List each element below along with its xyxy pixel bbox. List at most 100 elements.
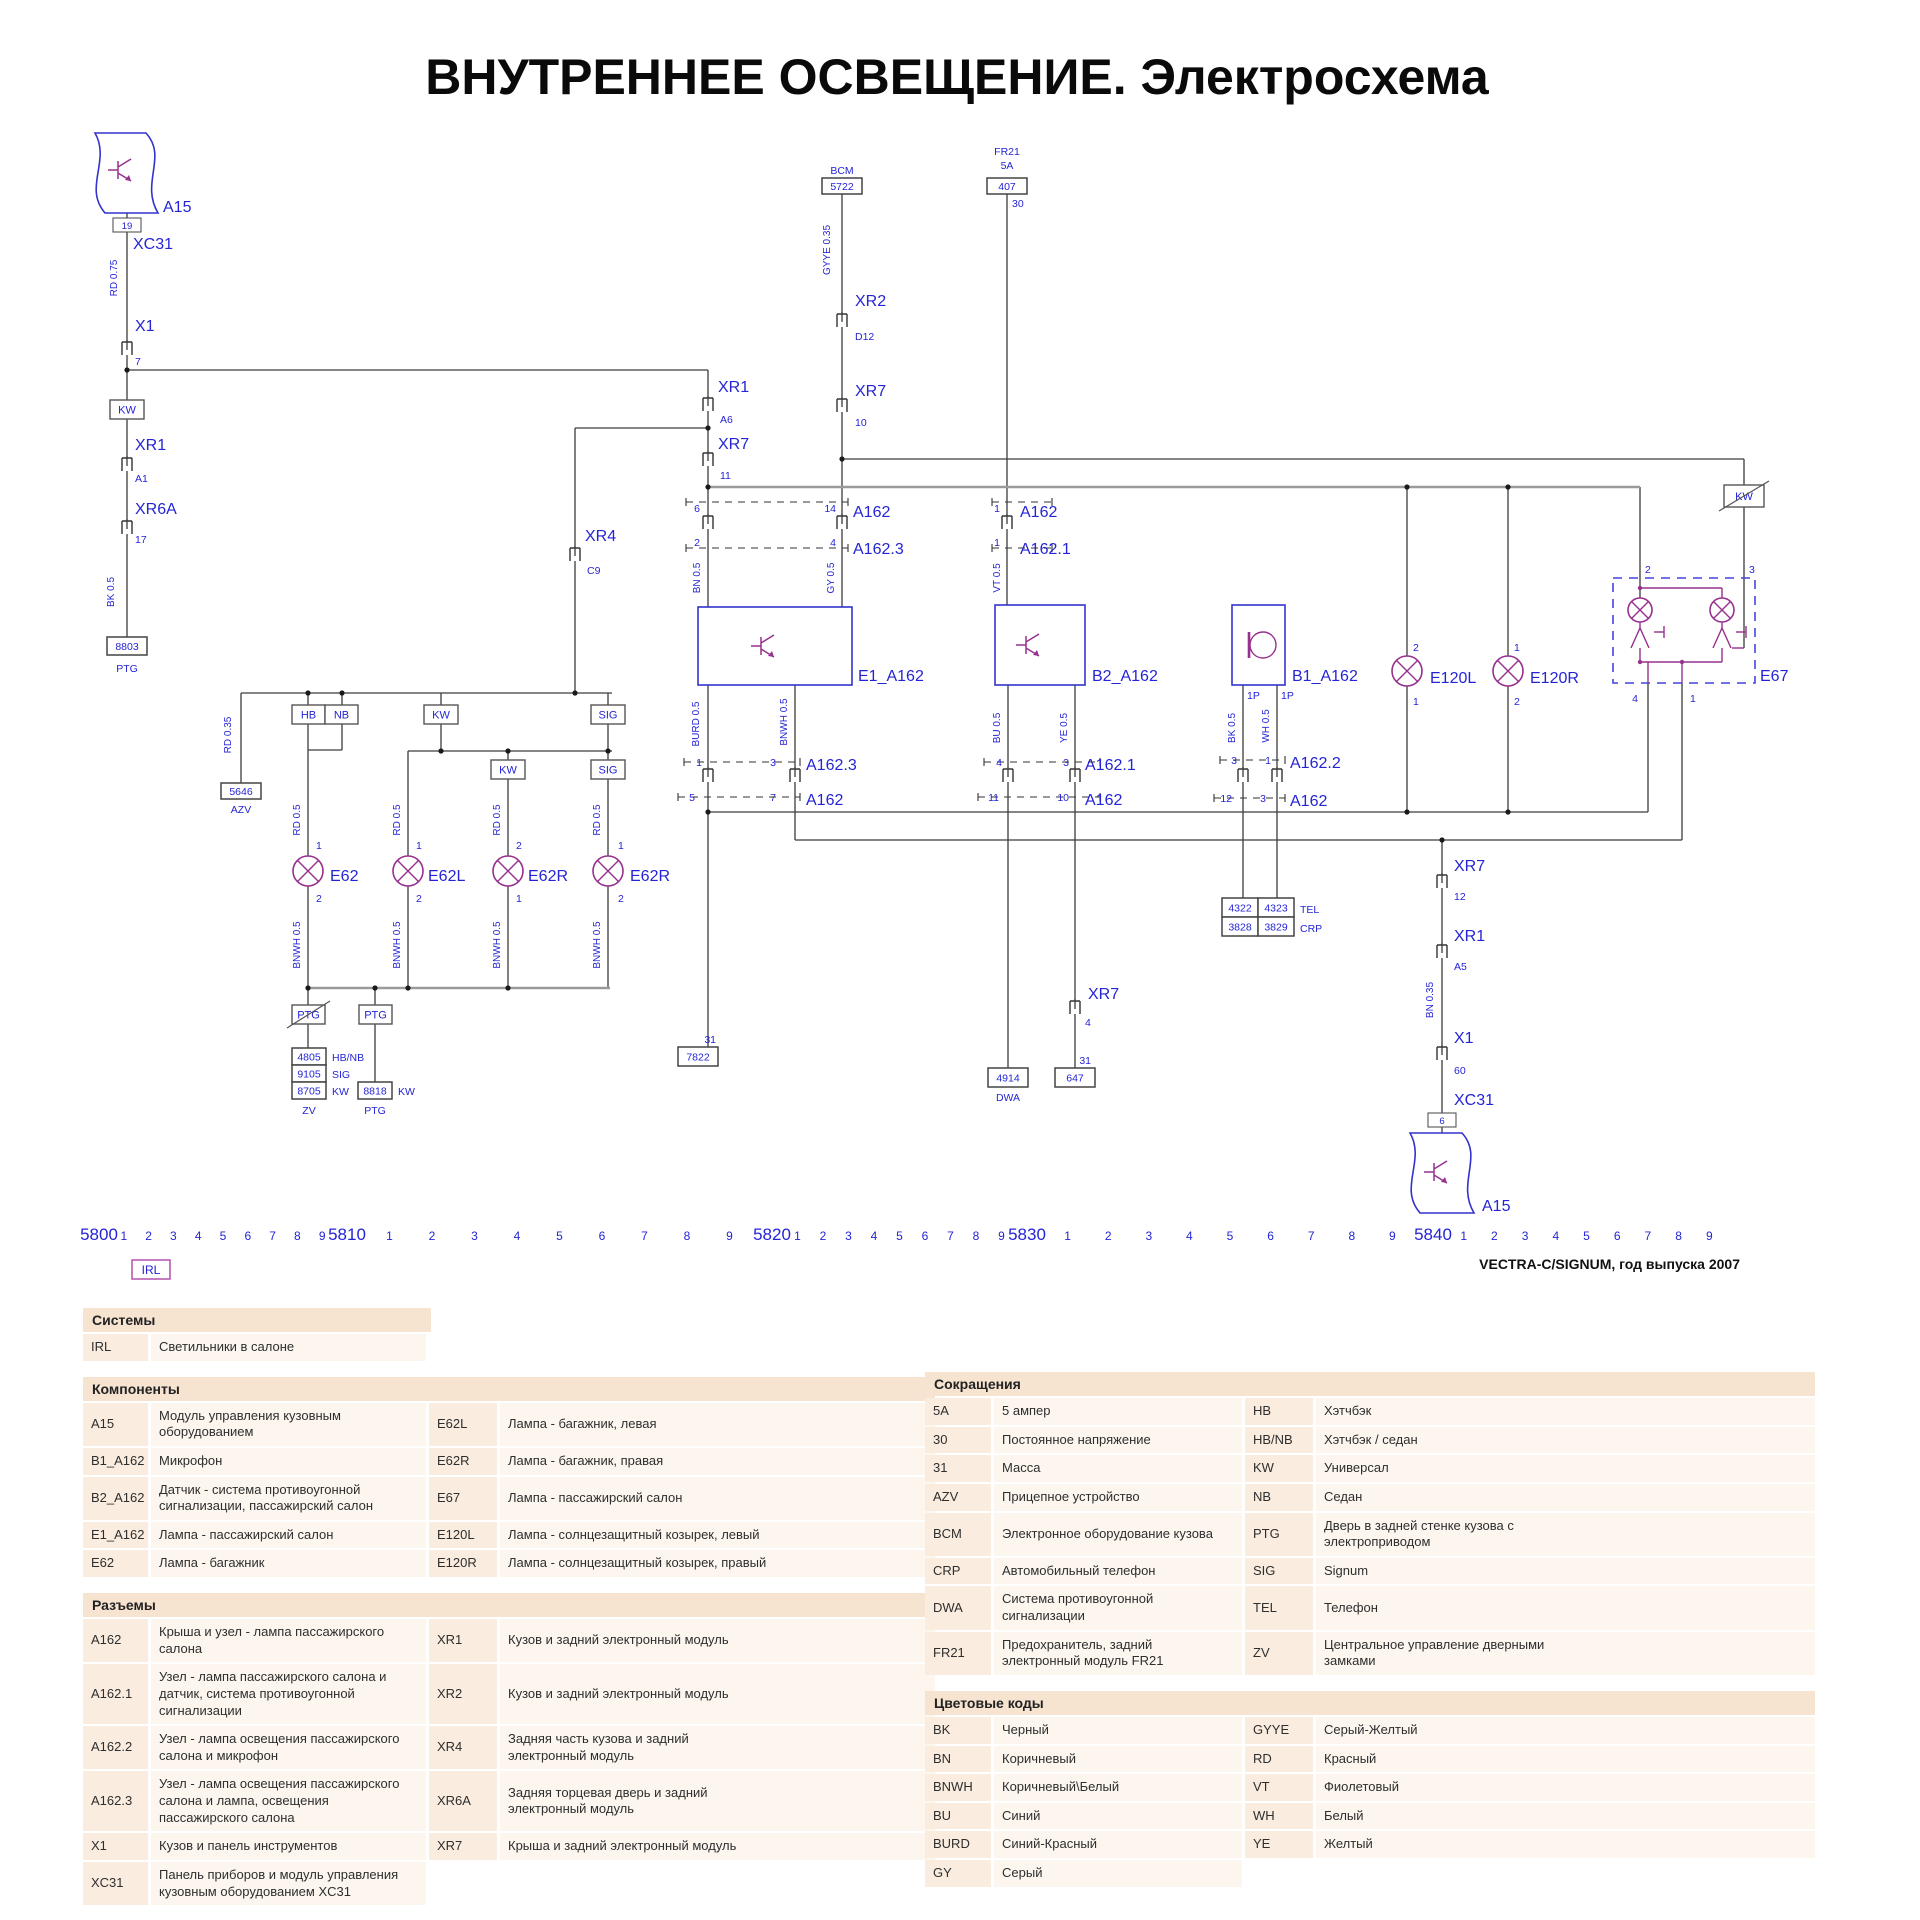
component-label: B2_A162: [1092, 668, 1158, 685]
legend-desc-cell: Прицепное устройство: [994, 1483, 1242, 1511]
legend-id-cell: HB/NB: [1245, 1426, 1313, 1454]
condition-box: [109, 399, 145, 420]
ruler-tick: 5: [1583, 1229, 1590, 1243]
ruler-number: 5820: [753, 1225, 791, 1244]
pin-label: 1: [516, 893, 522, 905]
pin-label: 4: [1632, 693, 1638, 705]
junction-dot: [705, 484, 711, 490]
pin-label: 1: [994, 537, 1000, 549]
pin-label: 1P: [1281, 690, 1294, 702]
component-label: XR7: [1088, 986, 1119, 1003]
e67-dashed-box: [1612, 577, 1756, 684]
legend-id-cell: B1_A162: [83, 1447, 148, 1475]
pin-label: 4: [996, 757, 1002, 769]
component-label: A162.3: [806, 757, 857, 774]
pin-label: 2: [694, 537, 700, 549]
ruler-tick: 8: [973, 1229, 980, 1243]
pin-label: 1: [1413, 696, 1419, 708]
wire-color-label: BK 0.5: [106, 577, 117, 607]
node-box-label: 4805: [297, 1052, 321, 1064]
ruler-tick: 6: [1267, 1229, 1274, 1243]
pin-label: 2: [516, 840, 522, 852]
wire-color-label: YE 0.5: [1059, 713, 1070, 743]
legend-desc-cell: Кузов и задний электронный модуль: [500, 1619, 935, 1663]
lamp-icon: [1631, 601, 1649, 619]
component-label: E67: [1760, 668, 1789, 685]
component-label: XC31: [133, 236, 173, 253]
wire-color-label: RD 0.5: [392, 804, 403, 836]
pin-box: [112, 217, 142, 233]
component-label: B1_A162: [1292, 668, 1358, 685]
component-label: XR7: [1454, 858, 1485, 875]
legend-desc-cell: Синий: [994, 1802, 1242, 1830]
legend-desc-cell: Лампа - багажник, левая: [500, 1402, 935, 1446]
condition-box: [324, 704, 359, 725]
ruler-tick: 9: [998, 1229, 1005, 1243]
junction-dot: [405, 985, 411, 991]
legend-id-cell: A162.1: [83, 1664, 148, 1725]
ruler-tick: 2: [1491, 1229, 1498, 1243]
legend-desc-cell: Серый-Желтый: [1316, 1716, 1815, 1744]
legend-id-cell: A162.2: [83, 1726, 148, 1770]
pin-label: 1: [994, 503, 1000, 515]
legend-id-cell: BN: [925, 1745, 991, 1773]
node-box: [986, 177, 1028, 195]
component-label: XR7: [718, 436, 749, 453]
pin-box-label: 19: [122, 221, 133, 232]
legend-id-cell: SIG: [1245, 1557, 1313, 1585]
transistor-arrow-icon: [1441, 1177, 1447, 1183]
pin-label: AZV: [231, 804, 251, 816]
legend-desc-cell: Белый: [1316, 1802, 1815, 1830]
junction-dot: [1404, 484, 1410, 490]
transistor-icon: [1016, 633, 1040, 657]
junction-dot: [372, 985, 378, 991]
component-label: A162.2: [1290, 755, 1341, 772]
node-box-label: 407: [998, 181, 1016, 193]
ruler-tick: 3: [1522, 1229, 1529, 1243]
condition-box: [358, 1004, 393, 1025]
legend-desc-cell: Хэтчбэк / седан: [1316, 1426, 1815, 1454]
legend-desc-cell: Задняя часть кузова и задний электронный…: [500, 1726, 935, 1770]
legend-desc-cell: Лампа - пассажирский салон: [500, 1476, 935, 1520]
node-box-label: 3829: [1264, 922, 1288, 934]
table-header-components: Компоненты: [83, 1376, 935, 1401]
pin-label: 4: [1085, 1017, 1091, 1029]
wire-color-label: BNWH 0.5: [779, 698, 790, 746]
legend-id-cell: BU: [925, 1802, 991, 1830]
legend-id-cell: BNWH: [925, 1774, 991, 1801]
junction-dot: [124, 367, 130, 373]
component-label: E62L: [428, 868, 465, 885]
pin-label: DWA: [996, 1092, 1020, 1104]
legend-desc-cell: Signum: [1316, 1557, 1815, 1585]
lamp-icon: [496, 859, 520, 883]
ruler-tick: 7: [269, 1229, 276, 1243]
node-box: [1054, 1067, 1096, 1088]
legend-id-cell: RD: [1245, 1745, 1313, 1773]
legend-desc-cell: Модуль управления кузовным оборудованием: [151, 1402, 426, 1446]
condition-box-label: SIG: [599, 710, 618, 722]
legend-desc-cell: Телефон: [1316, 1586, 1815, 1630]
legend-id-cell: HB: [1245, 1398, 1313, 1425]
node-box: [106, 636, 148, 656]
component-label: XR1: [1454, 928, 1485, 945]
junction-dot: [1505, 809, 1511, 815]
legend-desc-cell: Узел - лампа освещения пассажирского сал…: [151, 1726, 426, 1770]
pin-label: C9: [587, 565, 601, 577]
ruler-tick: 3: [471, 1229, 478, 1243]
ruler-tick: 4: [195, 1229, 202, 1243]
legend-id-cell: E120R: [429, 1550, 497, 1577]
pin-label: ZV: [302, 1105, 315, 1117]
legend-id-cell: BURD: [925, 1831, 991, 1858]
pin-label: 2: [618, 893, 624, 905]
pin-label: 17: [135, 534, 147, 546]
module-box: [1408, 1132, 1476, 1214]
legend-id-cell: CRP: [925, 1557, 991, 1585]
node-box-label: 4322: [1228, 903, 1252, 915]
ruler-tick: 3: [1145, 1229, 1152, 1243]
table-header-abbreviations: Сокращения: [925, 1372, 1815, 1396]
